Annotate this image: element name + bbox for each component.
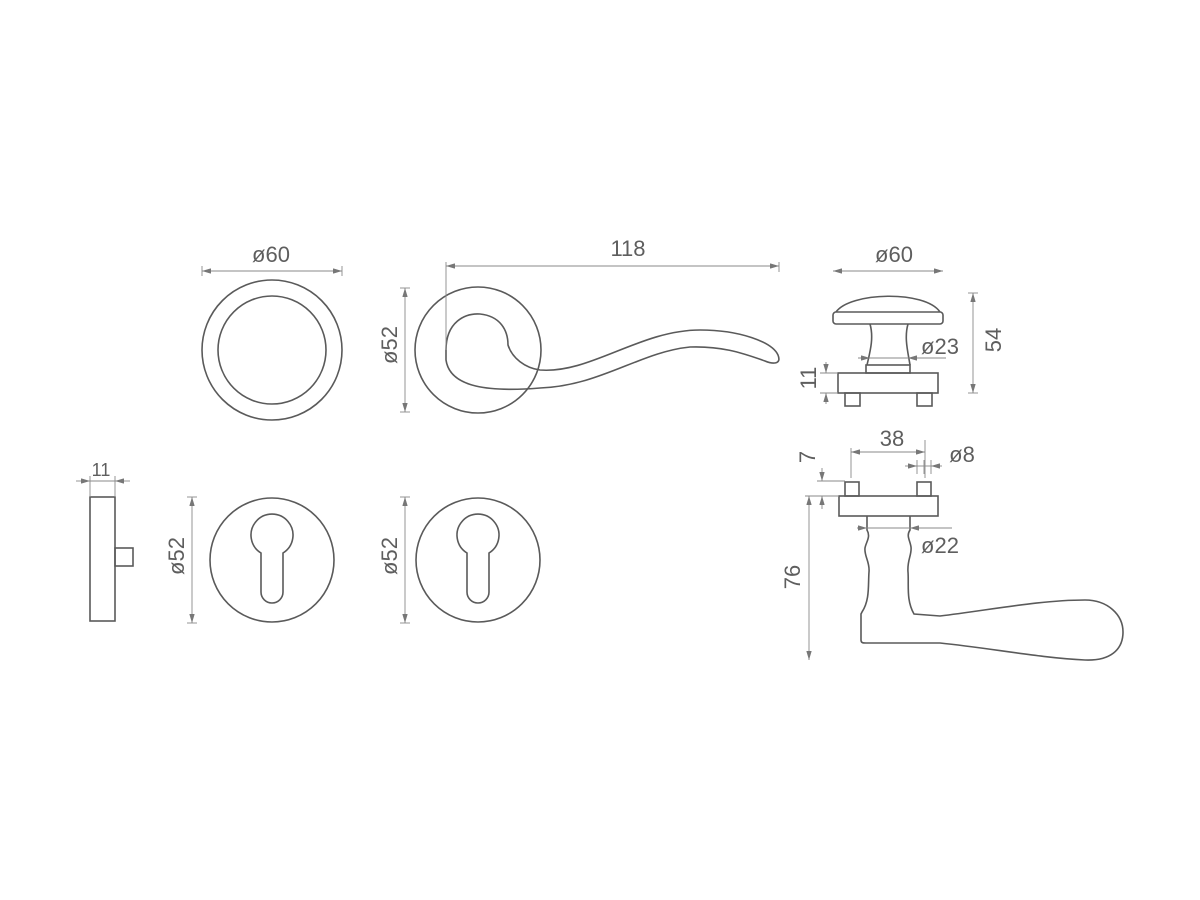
key-escutcheon-2: ø52 bbox=[377, 496, 541, 624]
lever-side-view: 38 ø8 7 76 ø22 bbox=[780, 426, 1124, 661]
pin-height-label: 7 bbox=[795, 451, 820, 463]
escutcheon1-diameter-label: ø52 bbox=[164, 537, 189, 575]
lever-top-view: ø60 ø23 54 11 bbox=[796, 242, 1006, 407]
rosette-diameter-label: ø60 bbox=[252, 242, 290, 267]
knob-diameter-label: ø60 bbox=[875, 242, 913, 267]
round-rosette: ø60 bbox=[201, 242, 343, 421]
knob-neck-diameter-label: ø23 bbox=[921, 334, 959, 359]
knob-base-height-label: 11 bbox=[796, 367, 821, 390]
side-thickness-label: 11 bbox=[92, 460, 111, 480]
lever-neck-diameter-label: ø22 bbox=[921, 533, 959, 558]
key-escutcheon-1: ø52 bbox=[164, 496, 335, 624]
rosette-side-view: 11 bbox=[76, 460, 134, 622]
knob-height-label: 54 bbox=[981, 328, 1006, 352]
escutcheon2-diameter-label: ø52 bbox=[377, 537, 402, 575]
pin-diameter-label: ø8 bbox=[949, 442, 975, 467]
lever-rosette-diameter-label: ø52 bbox=[377, 326, 402, 364]
lever-projection-label: 76 bbox=[780, 565, 805, 589]
pin-spacing-label: 38 bbox=[880, 426, 904, 451]
lever-front-view: 118 ø52 bbox=[377, 236, 780, 414]
lever-length-label: 118 bbox=[610, 236, 645, 261]
